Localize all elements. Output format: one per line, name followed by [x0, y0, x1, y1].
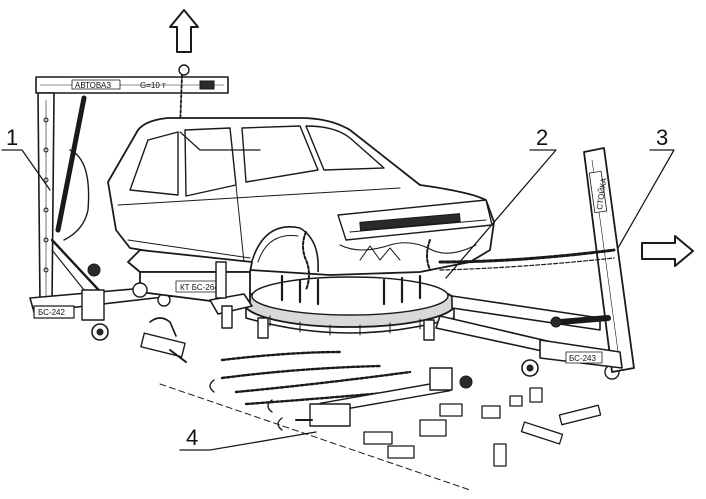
callout-leaders: [1, 149, 675, 451]
callout-4: 4: [186, 425, 198, 450]
callout-3: 3: [656, 125, 668, 150]
accessory-set: [159, 350, 602, 491]
car-body-shell: [107, 117, 495, 276]
callout-1: 1: [6, 125, 18, 150]
callout-2: 2: [536, 125, 548, 150]
slipway-platform: КТ БС-264: [127, 231, 620, 380]
tower-base-plate: БС-243: [569, 354, 597, 363]
pulling-tower: СТОЙКА БС-243: [438, 147, 635, 373]
right-arrow-icon: [641, 235, 694, 267]
workshop-crane: АВТОВАЗ G=10 т БС-242: [29, 64, 229, 363]
up-arrow-icon: [169, 9, 199, 53]
platform-plate: КТ БС-264: [180, 283, 219, 292]
crane-boom-plate: АВТОВАЗ: [75, 81, 111, 90]
crane-base-plate: БС-242: [38, 308, 66, 317]
crane-capacity-plate: G=10 т: [140, 81, 166, 90]
